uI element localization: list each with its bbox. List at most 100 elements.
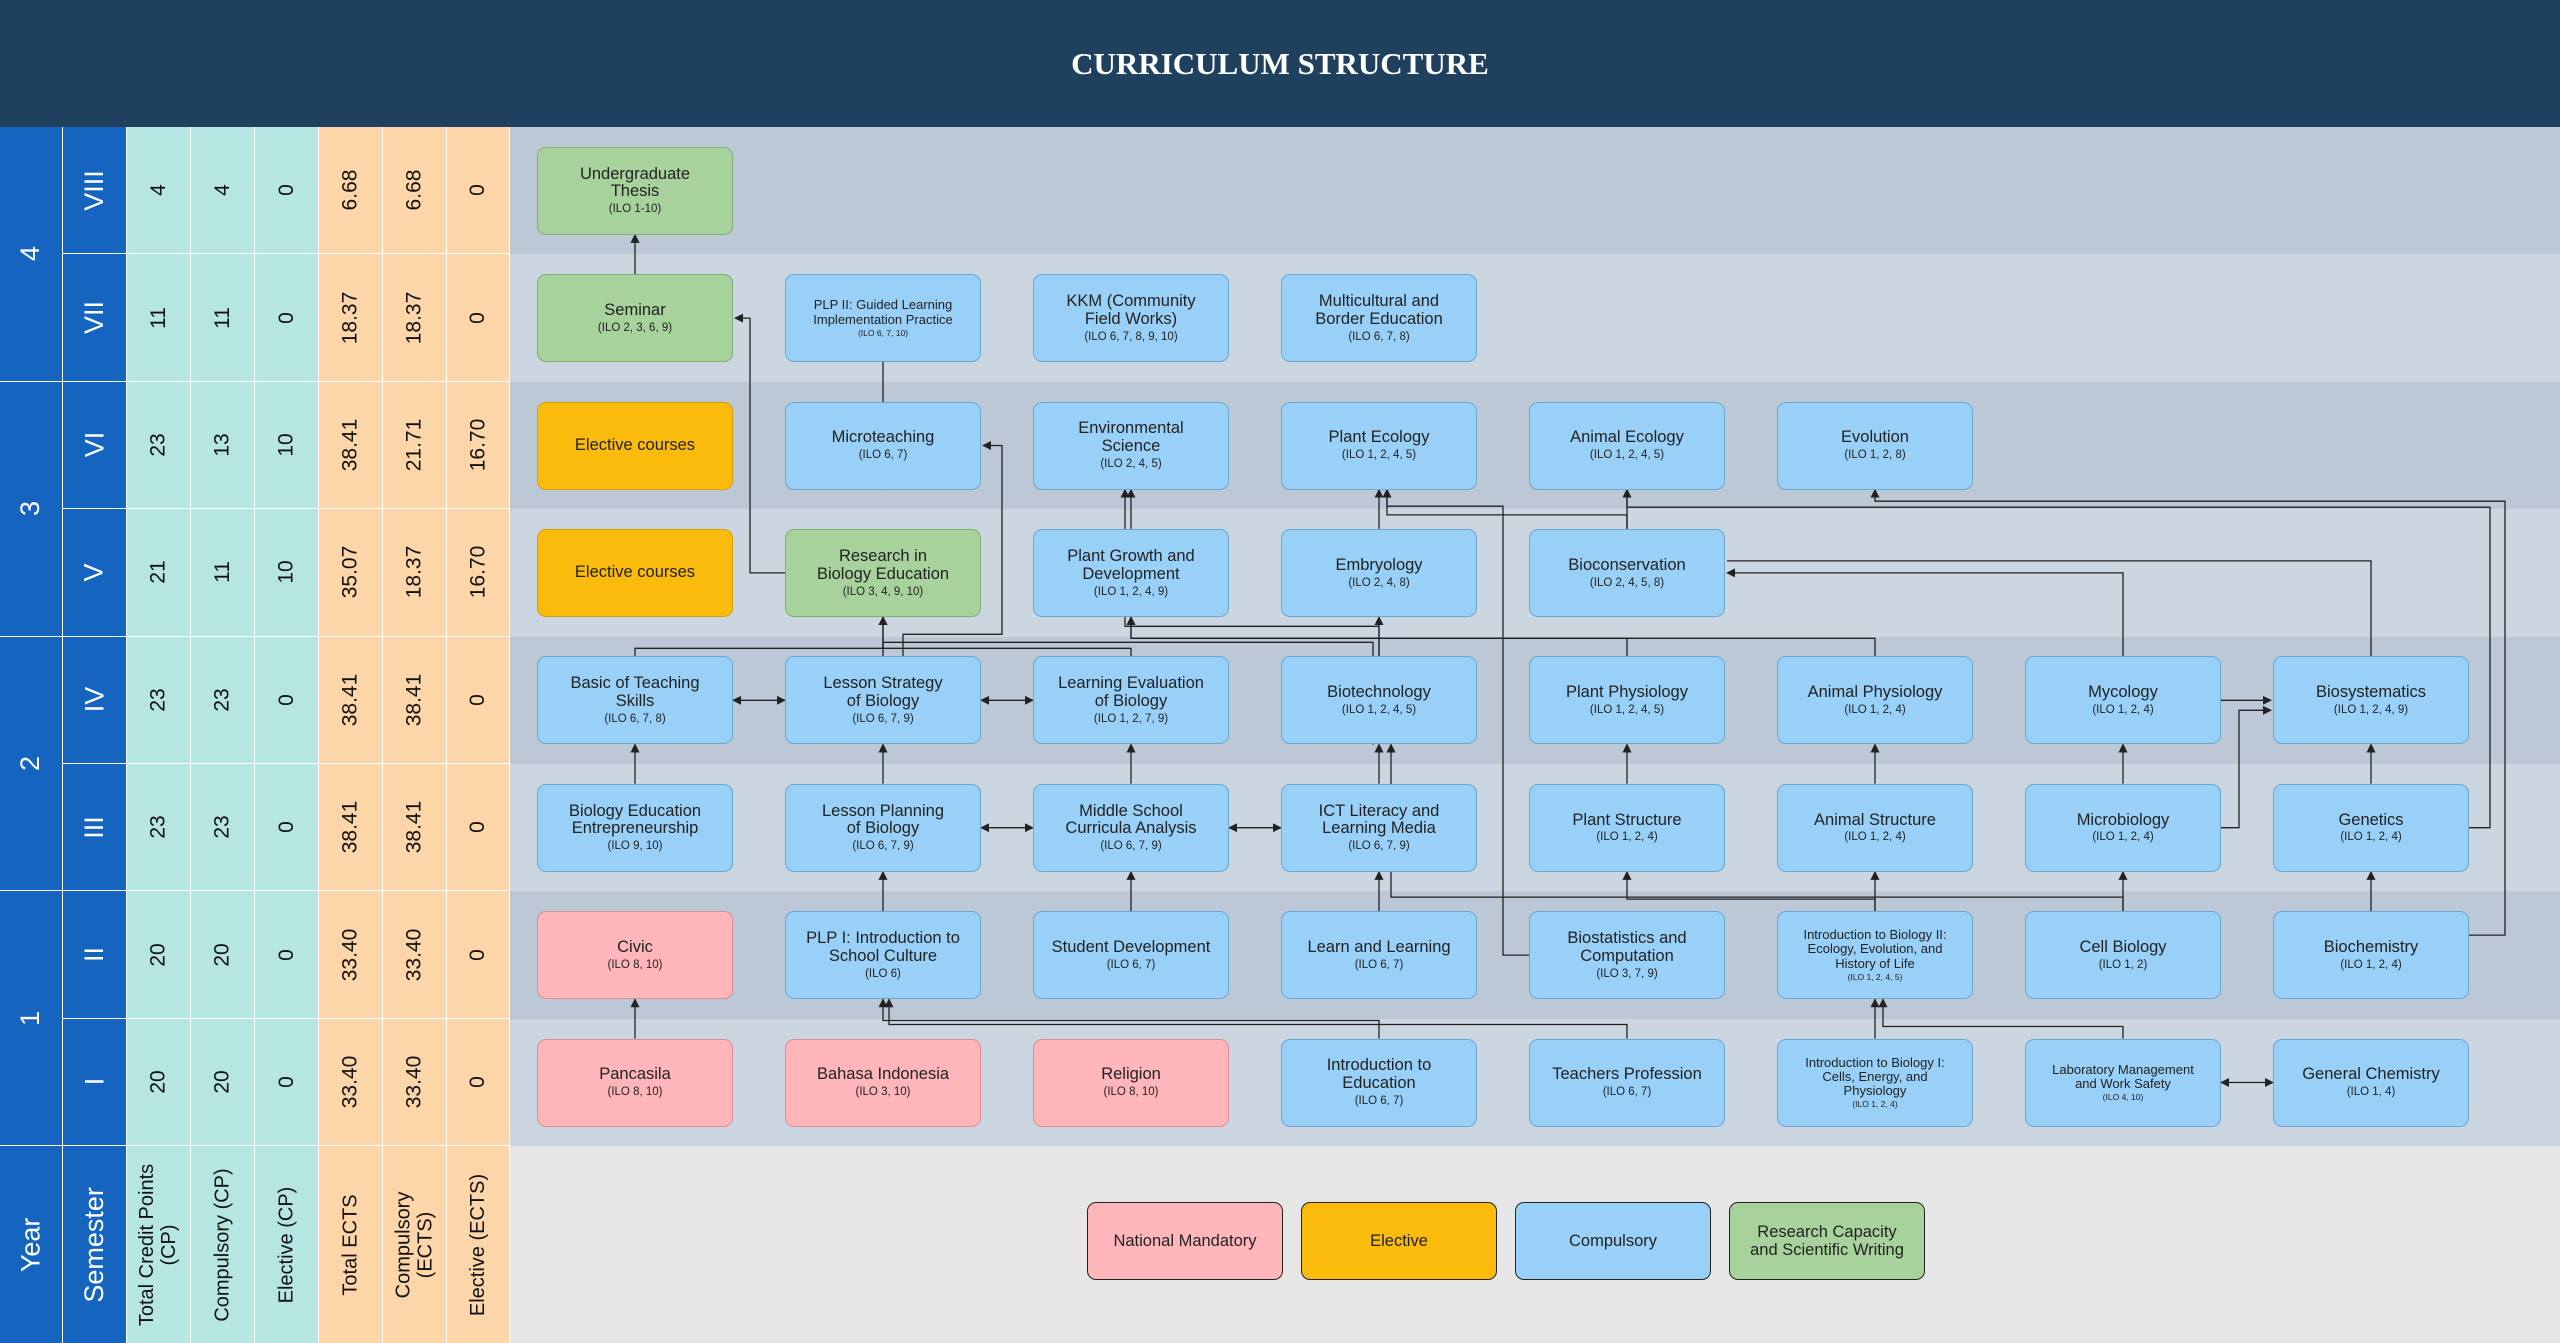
course-box-labman[interactable]: Laboratory Management and Work Safety(IL… (2025, 1038, 2221, 1127)
course-box-kkm[interactable]: KKM (Community Field Works)(ILO 6, 7, 8,… (1033, 274, 1229, 363)
column-header-compulsory-cp: Compulsory (CP) (191, 1146, 254, 1343)
prerequisite-arrow (1622, 870, 1876, 912)
course-box-biochem[interactable]: Biochemistry(ILO 1, 2, 4) (2273, 911, 2469, 1000)
course-ilo: (ILO 6, 7, 9) (852, 840, 914, 853)
semester-band (510, 127, 2560, 255)
course-box-bts[interactable]: Basic of Teaching Skills(ILO 6, 7, 8) (537, 656, 733, 745)
course-ilo: (ILO 1, 2, 4) (1852, 1098, 1898, 1109)
legend-item-national: National Mandatory (1087, 1202, 1283, 1280)
course-ilo: (ILO 1, 4) (2346, 1086, 2396, 1099)
credit-cell-total-ects: 38.41 (319, 381, 382, 509)
course-ilo: (ILO 1, 2, 7, 9) (1093, 712, 1169, 725)
course-box-elec6[interactable]: Elective courses (537, 401, 733, 490)
course-box-teachprof[interactable]: Teachers Profession(ILO 6, 7) (1529, 1038, 1725, 1127)
course-box-mscca[interactable]: Middle School Curricula Analysis(ILO 6, … (1033, 783, 1229, 872)
course-box-lpb[interactable]: Lesson Planning of Biology(ILO 6, 7, 9) (785, 783, 981, 872)
semester-cell: III (63, 764, 126, 891)
course-name: Plant Ecology (1328, 428, 1430, 447)
course-name: Student Development (1051, 937, 1211, 956)
semester-cell: II (63, 891, 126, 1018)
course-ilo: (ILO 3, 10) (855, 1086, 911, 1099)
course-box-plantphys[interactable]: Plant Physiology(ILO 1, 2, 4, 5) (1529, 656, 1725, 745)
course-box-plp1[interactable]: PLP I: Introduction to School Culture(IL… (785, 911, 981, 1000)
course-ilo: (ILO 9, 10) (607, 840, 663, 853)
course-name: Animal Structure (1814, 810, 1936, 829)
course-name: Elective courses (574, 562, 696, 581)
course-box-elec5[interactable]: Elective courses (537, 528, 733, 617)
course-box-microbio[interactable]: Microbiology (ILO 1, 2, 4) (2025, 783, 2221, 872)
course-box-micro[interactable]: Microteaching(ILO 6, 7) (785, 401, 981, 490)
course-box-seminar[interactable]: Seminar(ILO 2, 3, 6, 9) (537, 274, 733, 363)
course-box-civic[interactable]: Civic(ILO 8, 10) (537, 911, 733, 1000)
course-box-animecol[interactable]: Animal Ecology(ILO 1, 2, 4, 5) (1529, 401, 1725, 490)
course-box-pgd[interactable]: Plant Growth and Development(ILO 1, 2, 4… (1033, 528, 1229, 617)
course-name: Microbiology (2076, 810, 2170, 829)
course-name: Plant Growth and Development (1067, 546, 1195, 583)
course-box-thesis[interactable]: Undergraduate Thesis (ILO 1-10) (537, 146, 733, 235)
column-header-total-ects: Total ECTS (319, 1146, 382, 1343)
course-box-plantecol[interactable]: Plant Ecology(ILO 1, 2, 4, 5) (1281, 401, 1477, 490)
course-ilo: (ILO 1, 2, 4) (2092, 704, 2154, 716)
course-name: Cell Biology (2079, 937, 2167, 956)
course-box-genchem[interactable]: General Chemistry(ILO 1, 4) (2273, 1038, 2469, 1127)
column-header-compulsory-ects: Compulsory (ECTS) (383, 1146, 446, 1343)
page-title: CURRICULUM STRUCTURE (0, 0, 2560, 127)
credit-cell-comp-cp: 20 (191, 891, 254, 1018)
course-name: Undergraduate Thesis (579, 164, 691, 201)
course-box-leb[interactable]: Learning Evaluation of Biology(ILO 1, 2,… (1033, 656, 1229, 745)
course-box-envsci[interactable]: Environmental Science(ILO 2, 4, 5) (1033, 401, 1229, 490)
column-header-year: Year (0, 1146, 62, 1343)
course-ilo: (ILO 1, 2, 4, 5) (1589, 704, 1665, 716)
legend-item-research: Research Capacity and Scientific Writing (1729, 1202, 1925, 1280)
course-name: Learning Evaluation of Biology (1058, 674, 1204, 711)
credit-cell-comp-ects: 21.71 (383, 381, 446, 509)
course-box-biosys[interactable]: Biosystematics(ILO 1, 2, 4, 9) (2273, 656, 2469, 745)
course-name: Introduction to Biology I: Cells, Energy… (1805, 1054, 1945, 1098)
course-box-bahasa[interactable]: Bahasa Indonesia(ILO 3, 10) (785, 1038, 981, 1127)
course-box-rbe[interactable]: Research in Biology Education(ILO 3, 4, … (785, 528, 981, 617)
course-box-learn[interactable]: Learn and Learning(ILO 6, 7) (1281, 911, 1477, 1000)
course-box-pancasila[interactable]: Pancasila(ILO 8, 10) (537, 1038, 733, 1127)
course-box-intro2[interactable]: Introduction to Biology II: Ecology, Evo… (1777, 911, 1973, 1000)
course-box-ict[interactable]: ICT Literacy and Learning Media(ILO 6, 7… (1281, 783, 1477, 872)
course-ilo: (ILO 6, 7, 10) (857, 327, 909, 338)
course-ilo: (ILO 1, 2, 4) (2092, 831, 2154, 844)
credit-cell-elec-cp: 0 (255, 127, 318, 254)
course-ilo: (ILO 1, 2) (2098, 958, 2148, 971)
course-box-myco[interactable]: Mycology(ILO 1, 2, 4) (2025, 656, 2221, 745)
course-box-introedu[interactable]: Introduction to Education(ILO 6, 7) (1281, 1038, 1477, 1127)
credit-cell-elec-ects: 0 (447, 764, 509, 891)
course-ilo: (ILO 1, 2, 4) (1844, 704, 1906, 716)
credit-cell-elec-cp: 0 (255, 636, 318, 763)
course-box-plantstr[interactable]: Plant Structure(ILO 1, 2, 4) (1529, 783, 1725, 872)
course-box-cellbio[interactable]: Cell Biology (ILO 1, 2) (2025, 911, 2221, 1000)
course-box-intro1[interactable]: Introduction to Biology I: Cells, Energy… (1777, 1038, 1973, 1127)
course-box-biotech[interactable]: Biotechnology(ILO 1, 2, 4, 5) (1281, 656, 1477, 745)
course-name: Civic (617, 937, 653, 956)
course-box-multi[interactable]: Multicultural and Border Education(ILO 6… (1281, 274, 1477, 363)
course-box-lsb[interactable]: Lesson Strategy of Biology(ILO 6, 7, 9) (785, 656, 981, 745)
course-box-embryo[interactable]: Embryology(ILO 2, 4, 8) (1281, 528, 1477, 617)
course-name: Biology Education Entrepreneurship (568, 801, 702, 838)
column-header-semester: Semester (63, 1146, 126, 1343)
course-box-animphys[interactable]: Animal Physiology(ILO 1, 2, 4) (1777, 656, 1973, 745)
course-box-evol[interactable]: Evolution(ILO 1, 2, 8) (1777, 401, 1973, 490)
course-box-genetics[interactable]: Genetics(ILO 1, 2, 4) (2273, 783, 2469, 872)
credit-cell-comp-ects: 38.41 (383, 764, 446, 891)
course-box-studdev[interactable]: Student Development(ILO 6, 7) (1033, 911, 1229, 1000)
course-ilo: (ILO 1-10) (608, 203, 662, 216)
course-box-plp2[interactable]: PLP II: Guided Learning Implementation P… (785, 274, 981, 363)
course-box-animstr[interactable]: Animal Structure(ILO 1, 2, 4) (1777, 783, 1973, 872)
course-box-biocons[interactable]: Bioconservation(ILO 2, 4, 5, 8) (1529, 528, 1725, 617)
course-name: ICT Literacy and Learning Media (1318, 801, 1440, 838)
course-name: Plant Structure (1572, 810, 1682, 829)
prerequisite-arrow (878, 615, 1132, 657)
credit-cell-comp-ects: 38.41 (383, 636, 446, 763)
course-ilo: (ILO 6, 7) (858, 449, 908, 462)
credit-cell-comp-cp: 11 (191, 509, 254, 636)
course-box-religion[interactable]: Religion(ILO 8, 10) (1033, 1038, 1229, 1127)
course-ilo: (ILO 6, 7, 8) (1348, 330, 1410, 343)
course-box-biostat[interactable]: Biostatistics and Computation(ILO 3, 7, … (1529, 911, 1725, 1000)
year-cell: 3 (0, 381, 62, 636)
course-box-bee[interactable]: Biology Education Entrepreneurship (ILO 9… (537, 783, 733, 872)
